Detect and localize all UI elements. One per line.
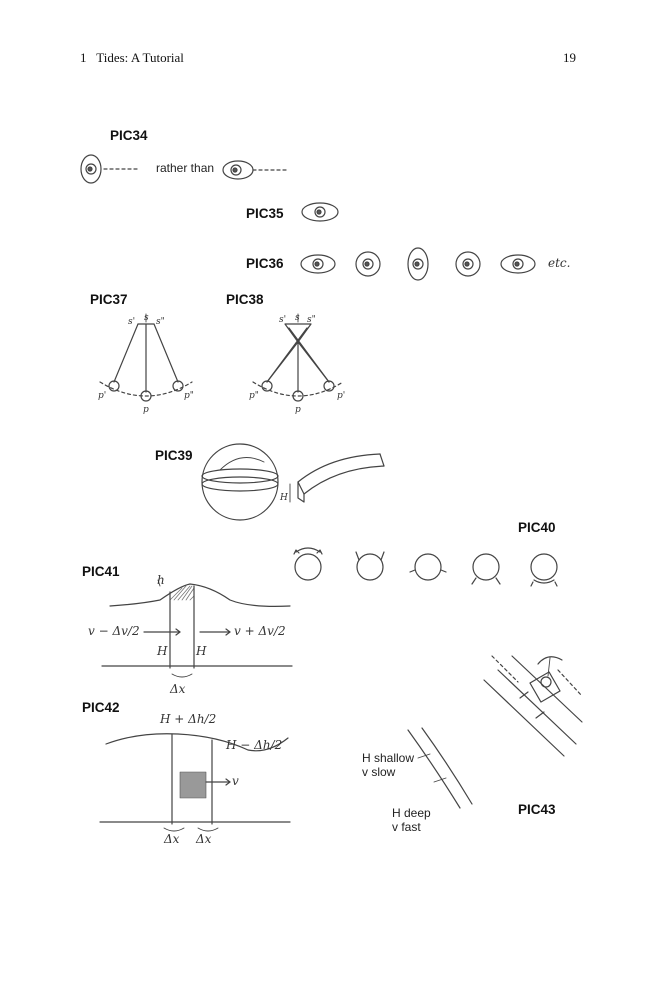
pic40-sketch — [293, 547, 558, 587]
svg-text:p: p — [143, 405, 149, 415]
pic41-right-velocity: v + Δv/2 — [234, 624, 286, 638]
svg-text:s: s — [144, 313, 149, 323]
svg-text:p": p" — [184, 391, 194, 401]
pic42-top-left: H + Δh/2 — [160, 712, 217, 726]
svg-text:p': p' — [337, 391, 345, 401]
pic40-label: PIC40 — [518, 520, 556, 535]
pic39-label: PIC39 — [155, 448, 193, 463]
svg-text:p: p — [295, 405, 301, 415]
pic41-left-velocity: v − Δv/2 — [88, 624, 140, 638]
pic39-channel-sketch: H — [279, 453, 385, 503]
pic37-pendulum-sketch: s' s s" p' p p" — [98, 313, 194, 415]
pic34-sketch-b — [222, 160, 289, 180]
pic42-top-right: H − Δh/2 — [226, 738, 283, 752]
pic43-beach-sketch — [483, 655, 583, 757]
pic35-label: PIC35 — [246, 206, 284, 221]
chapter-title: Tides: A Tutorial — [96, 50, 184, 65]
svg-text:s': s' — [128, 317, 135, 327]
pic34-sketch-a — [80, 154, 141, 184]
svg-text:s': s' — [279, 315, 286, 325]
pic43-deep-speed: v fast — [392, 820, 421, 834]
pic34-label: PIC34 — [110, 128, 148, 143]
pic43-shallow-depth: H shallow — [362, 751, 415, 765]
chapter-number: 1 — [80, 50, 87, 65]
pic36-label: PIC36 — [246, 256, 284, 271]
svg-text:s: s — [295, 313, 300, 323]
svg-text:s": s" — [156, 317, 165, 327]
pic43-wavefront-sketch — [407, 727, 473, 809]
pic43-label: PIC43 — [518, 802, 556, 817]
pic43-deep-depth: H deep — [392, 806, 431, 820]
pic38-label: PIC38 — [226, 292, 264, 307]
svg-text:s": s" — [307, 315, 316, 325]
pic41-depth-left: H — [157, 644, 168, 658]
pic42-dx-right: Δx — [196, 832, 212, 846]
pic41-depth-right: H — [196, 644, 207, 658]
pic42-v: v — [232, 774, 239, 788]
pic42-wave-sketch — [99, 733, 291, 832]
pic41-wave-sketch — [101, 579, 293, 678]
page-number: 19 — [563, 50, 576, 65]
pic41-dx: Δx — [170, 682, 186, 696]
pic41-h: h — [157, 573, 165, 587]
svg-text:H: H — [279, 493, 288, 503]
pic38-pendulum-sketch: s' s s" p" p p' — [249, 313, 345, 415]
pic36-etc: etc. — [548, 256, 571, 270]
pic37-label: PIC37 — [90, 292, 128, 307]
svg-text:p": p" — [249, 391, 259, 401]
running-header: 1 Tides: A Tutorial — [80, 50, 184, 66]
svg-text:p': p' — [98, 391, 106, 401]
pic34-text: rather than — [156, 161, 215, 175]
pic41-label: PIC41 — [82, 564, 120, 579]
pic42-label: PIC42 — [82, 700, 120, 715]
pic39-sphere-sketch — [201, 443, 279, 521]
pic35-sketch — [301, 202, 339, 222]
pic36-sketch — [300, 247, 536, 281]
pic42-dx-left: Δx — [164, 832, 180, 846]
pic43-shallow-speed: v slow — [362, 765, 396, 779]
